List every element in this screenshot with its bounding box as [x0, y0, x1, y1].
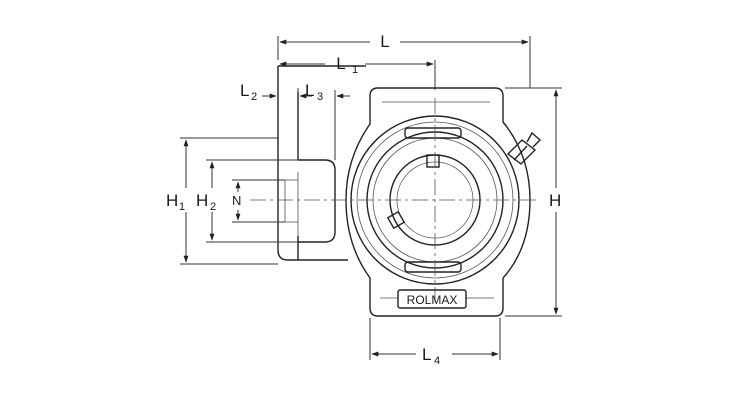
- dimension-N: N: [232, 179, 285, 223]
- dimension-H1: H 1: [166, 137, 278, 265]
- label-L1-sub: 1: [352, 64, 358, 76]
- label-H2: H: [196, 191, 208, 210]
- label-H1: H: [166, 191, 178, 210]
- dimension-H: H: [505, 87, 562, 317]
- label-L4-sub: 4: [434, 355, 440, 367]
- dimension-L4: L 4: [369, 318, 501, 367]
- brand-text: ROLMAX: [407, 293, 458, 307]
- brand-label: ROLMAX: [397, 289, 467, 309]
- label-L2: L: [240, 81, 249, 100]
- label-L: L: [380, 32, 389, 51]
- label-L4: L: [422, 345, 431, 364]
- dimension-H2: H 2: [196, 159, 298, 243]
- label-L2-sub: 2: [251, 91, 257, 103]
- grease-fitting-icon: [506, 131, 542, 165]
- label-H1-sub: 1: [179, 201, 185, 213]
- label-L3-sub: 3: [317, 91, 323, 103]
- center-lines: [250, 98, 540, 302]
- label-H: H: [549, 191, 561, 210]
- dimension-L: L: [277, 32, 531, 88]
- label-N: N: [232, 193, 241, 208]
- label-L1: L: [336, 54, 345, 73]
- dimension-L2: L 2: [240, 81, 312, 103]
- dimension-L1: L 1: [279, 54, 436, 90]
- label-H2-sub: 2: [210, 201, 216, 213]
- housing-outline: [345, 87, 531, 317]
- label-L3: L: [305, 81, 314, 100]
- frame-slot: [277, 65, 366, 261]
- dimension-L3: L 3: [305, 81, 350, 160]
